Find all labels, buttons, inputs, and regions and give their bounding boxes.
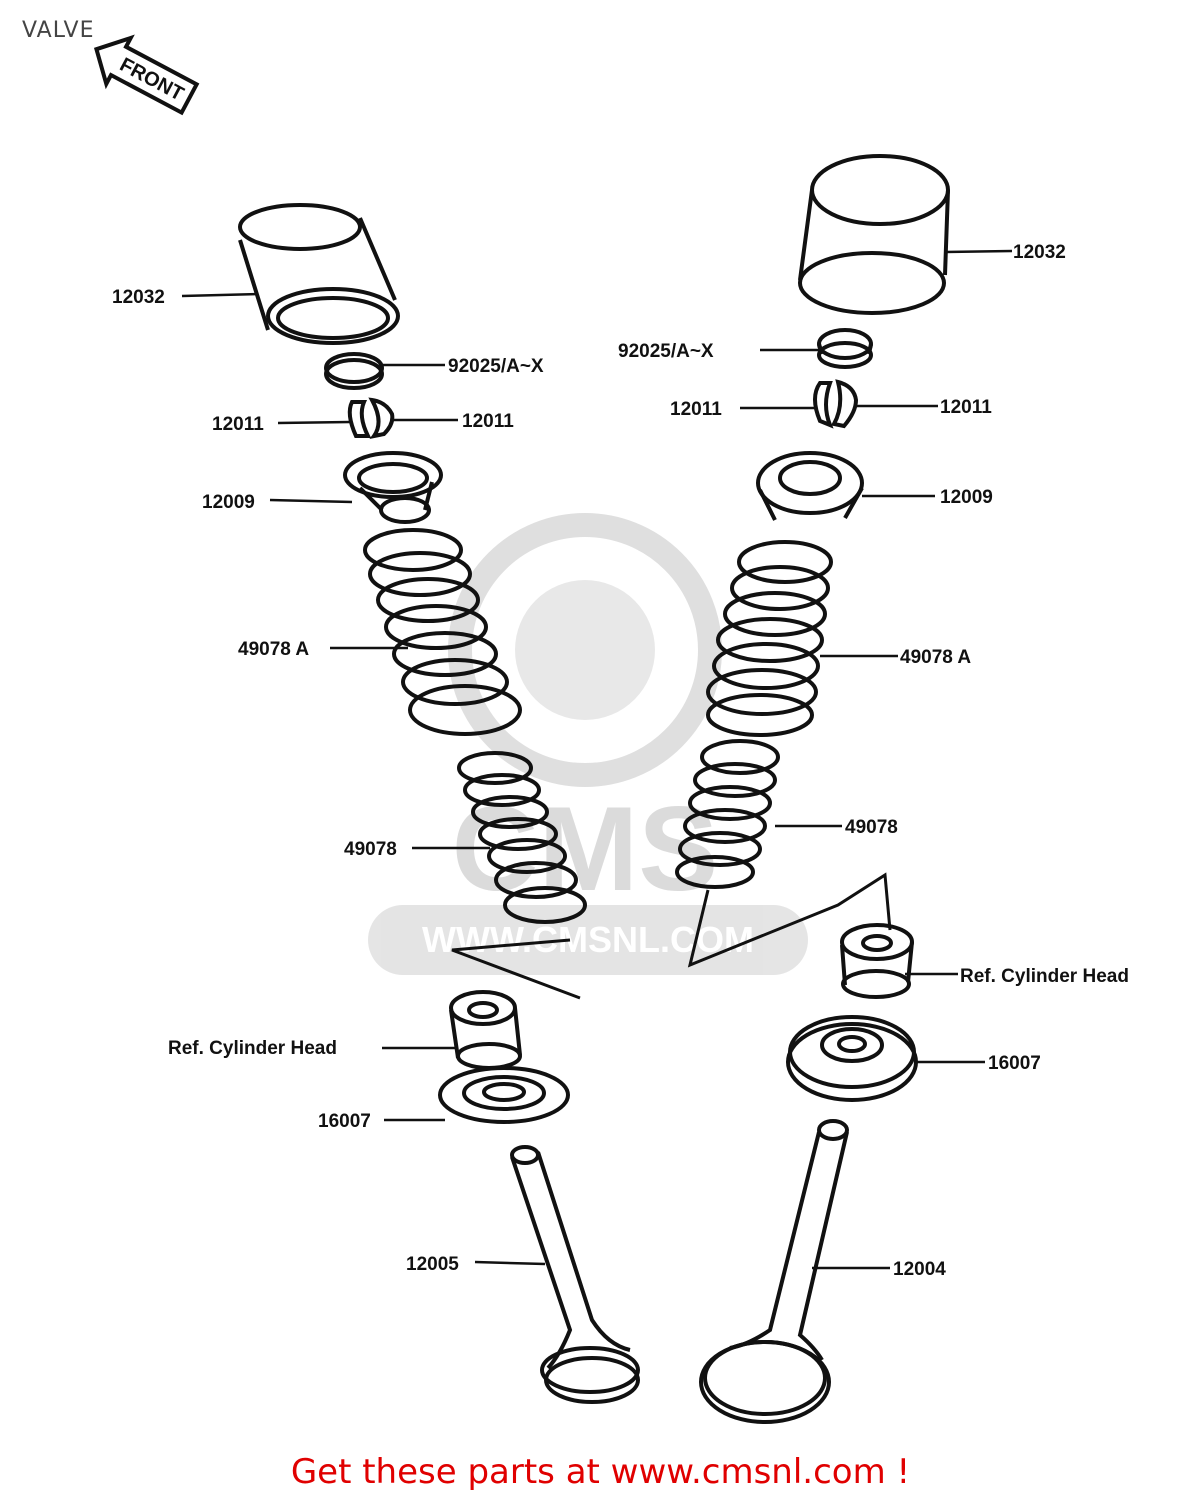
label-right-12004: 12004: [893, 1259, 946, 1280]
label-right-12009: 12009: [940, 487, 993, 508]
left-spring-seat: [438, 1066, 570, 1124]
left-retainer: [343, 451, 443, 524]
right-shim: [817, 328, 873, 369]
label-left-49078a: 49078 A: [238, 639, 309, 660]
label-left-12032: 12032: [112, 287, 165, 308]
right-inner-spring: [675, 739, 780, 889]
label-right-12011-a: 12011: [670, 399, 722, 420]
right-valve: [699, 1119, 849, 1424]
label-right-49078a: 49078 A: [900, 647, 971, 668]
left-valve: [510, 1145, 640, 1404]
left-collets: [347, 397, 395, 439]
watermark-url: WWW.CMSNL.COM: [422, 919, 754, 960]
label-left-92025: 92025/A~X: [448, 356, 544, 377]
label-right-92025: 92025/A~X: [618, 341, 714, 362]
right-retainer: [756, 451, 864, 521]
label-left-12011-b: 12011: [462, 411, 514, 432]
left-outer-spring: [363, 528, 522, 736]
label-right-16007: 16007: [988, 1053, 1041, 1074]
watermark: CMS WWW.CMSNL.COM: [368, 513, 808, 975]
right-tappet: [798, 154, 950, 315]
right-collets: [813, 379, 859, 429]
label-right-12032: 12032: [1013, 242, 1066, 263]
label-left-16007: 16007: [318, 1111, 371, 1132]
front-arrow-icon: FRONT: [93, 34, 200, 116]
label-right-ref-cylinder-head: Ref. Cylinder Head: [960, 966, 1129, 987]
label-left-49078: 49078: [344, 839, 397, 860]
label-right-12011-b: 12011: [940, 397, 992, 418]
left-tappet: [238, 203, 400, 345]
right-leader-bracket: [687, 872, 892, 968]
left-leader-bracket: [451, 938, 581, 1000]
label-right-49078: 49078: [845, 817, 898, 838]
right-outer-spring: [706, 540, 833, 737]
leader-lines: [181, 249, 1013, 1270]
footer-link-text[interactable]: Get these parts at www.cmsnl.com !: [290, 1452, 911, 1492]
label-left-ref-cylinder-head: Ref. Cylinder Head: [168, 1038, 337, 1059]
label-left-12005: 12005: [406, 1254, 459, 1275]
right-valve-guide: [840, 923, 914, 999]
left-inner-spring: [457, 751, 587, 924]
right-spring-seat: [786, 1015, 918, 1102]
page-title: VALVE: [22, 18, 95, 43]
watermark-logo-icon: [448, 513, 722, 787]
left-shim: [324, 352, 384, 390]
label-left-12009: 12009: [202, 492, 255, 513]
left-valve-guide: [449, 990, 522, 1070]
label-left-12011-a: 12011: [212, 414, 264, 435]
callout-labels: 12032 92025/A~X 12011 12011 12009 49078 …: [112, 242, 1129, 1280]
